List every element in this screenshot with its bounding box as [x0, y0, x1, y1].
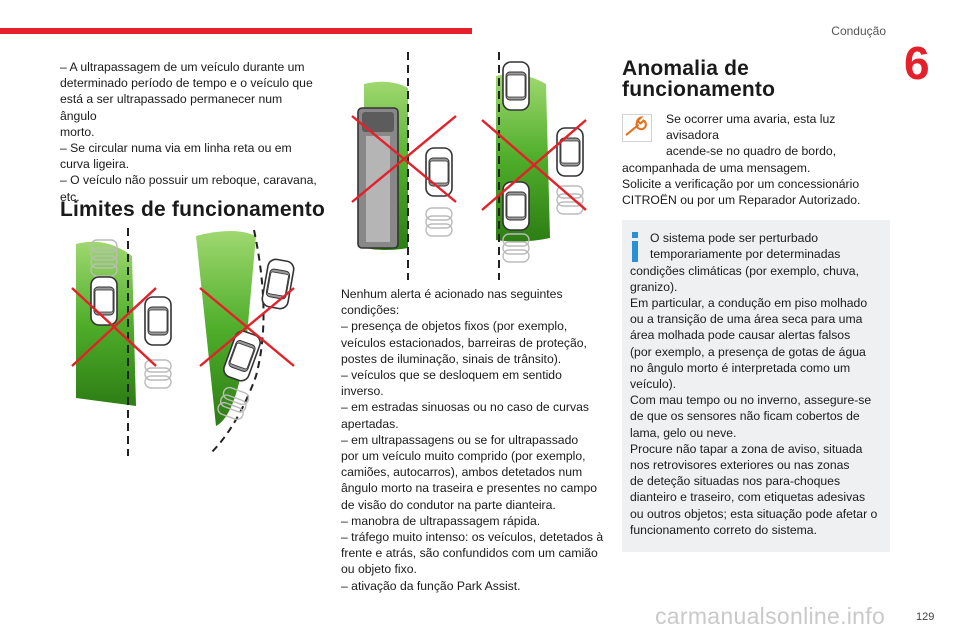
text-line: camiões, autocarros), ambos detetados nu…: [341, 465, 583, 480]
text-line: no ângulo morto é interpretada como um: [630, 360, 851, 375]
text-line: Em particular, a condução em piso molhad…: [630, 296, 868, 311]
text-line: veículos estacionados, barreiras de prot…: [341, 335, 587, 350]
text-line: funcionamento correto do sistema.: [630, 522, 817, 537]
text-line: ou a transição de uma área seca para uma: [630, 312, 863, 327]
page-number: 129: [916, 611, 935, 623]
text-line: ou outros objetos; esta situação pode af…: [630, 506, 878, 521]
text-line: O sistema pode ser perturbado: [650, 231, 819, 246]
text-line: – veículos que se desloquem em sentido: [341, 368, 562, 383]
watermark: carmanualsonline.info: [655, 603, 886, 629]
text-line: nos retrovisores exteriores ou nas zonas: [630, 458, 850, 473]
text-line: CITROËN ou por um Reparador Autorizado.: [622, 193, 861, 208]
text-line: postes de iluminação, sinais de trânsito…: [341, 351, 562, 366]
text-line: inverso.: [341, 384, 384, 399]
column-middle: Nenhum alerta é acionado nas seguintes c…: [341, 286, 607, 594]
text-line: granizo).: [630, 279, 678, 294]
text-line: acende-se no quadro de bordo,: [666, 144, 837, 159]
text-line: morto.: [60, 124, 95, 139]
text-line: Procure não tapar a zona de aviso, situa…: [630, 441, 863, 456]
text-line: condições climáticas (por exemplo, chuva…: [630, 263, 859, 278]
text-line: curva ligeira.: [60, 157, 130, 172]
text-line: (por exemplo, a presença de gotas de águ…: [630, 344, 866, 359]
text-line: dianteiro e traseiro, com etiquetas ades…: [630, 490, 866, 505]
ghost-car: [556, 185, 584, 215]
heading-anomaly: Anomalia de funcionamento: [622, 57, 776, 101]
car-icon: [144, 296, 172, 346]
text-line: – presença de objetos fixos (por exemplo…: [341, 319, 568, 334]
text-line: lama, gelo ou neve.: [630, 425, 737, 440]
text-line: temporariamente por determinadas: [650, 247, 841, 262]
text-line: por um veículo muito comprido (por exemp…: [341, 449, 586, 464]
text-line: frente e atrás, são confundidos com um c…: [341, 546, 598, 561]
illustration-blind-spot-right: [351, 52, 587, 280]
text-line: está a ser ultrapassado permanecer num â…: [60, 92, 283, 123]
red-cross: [71, 287, 157, 367]
chapter-color-bar: [0, 28, 472, 34]
text-line: – A ultrapassagem de um veículo durante …: [60, 60, 305, 74]
section-title: Condução: [831, 24, 886, 38]
heading-limits: Limites de funcionamento: [60, 198, 325, 221]
text-line: Solicite a verificação por um concession…: [622, 176, 860, 191]
text-line: ângulo morto na traseira e presentes no …: [341, 481, 598, 496]
text-line: condições:: [341, 303, 400, 318]
info-icon: [632, 232, 638, 263]
text-line: – em ultrapassagens ou se for ultrapassa…: [341, 432, 579, 447]
ghost-car: [144, 359, 172, 389]
text-line: apertadas.: [341, 416, 399, 431]
text-line: Se ocorrer uma avaria, esta luz avisador…: [666, 112, 836, 143]
text-line: de deteção situadas nos para-choques: [630, 474, 841, 489]
wrench-icon: [622, 113, 652, 143]
text-line: Com mau tempo ou no inverno, assegure-se: [630, 393, 872, 408]
illustration-blind-spot-left: [71, 228, 296, 456]
text-line: – Se circular numa via em linha reta ou …: [60, 141, 292, 156]
text-line: – O veículo não possuir um reboque, cara…: [60, 173, 317, 188]
text-line: ou objeto fixo.: [341, 562, 417, 577]
ghost-car: [425, 207, 453, 237]
text-line: Nenhum alerta é acionado nas seguintes: [341, 287, 563, 301]
text-line: acompanhada de uma mensagem.: [622, 160, 811, 175]
text-line: etc.: [60, 189, 80, 204]
text-line: – ativação da função Park Assist.: [341, 578, 521, 593]
text-line: determinado período de tempo e o veículo…: [60, 76, 313, 91]
text-line: – tráfego muito intenso: os veículos, de…: [341, 530, 604, 545]
car-icon: [502, 61, 530, 111]
text-line: – em estradas sinuosas ou no caso de cur…: [341, 400, 589, 415]
column-right: Anomalia de funcionamento Se ocorrer uma…: [622, 57, 890, 553]
text-line: veículo).: [630, 377, 677, 392]
chapter-number: 6: [904, 37, 930, 89]
text-line: – manobra de ultrapassagem rápida.: [341, 513, 541, 528]
column-left: – A ultrapassagem de um veículo durante …: [60, 59, 322, 205]
info-box: O sistema pode ser perturbado temporaria…: [622, 220, 890, 553]
text-line: de visão do condutor na parte dianteira.: [341, 497, 556, 512]
text-line: de que os sensores não ficam cobertos de: [630, 409, 860, 424]
text-line: área molhada pode causar alertas falsos: [630, 328, 851, 343]
